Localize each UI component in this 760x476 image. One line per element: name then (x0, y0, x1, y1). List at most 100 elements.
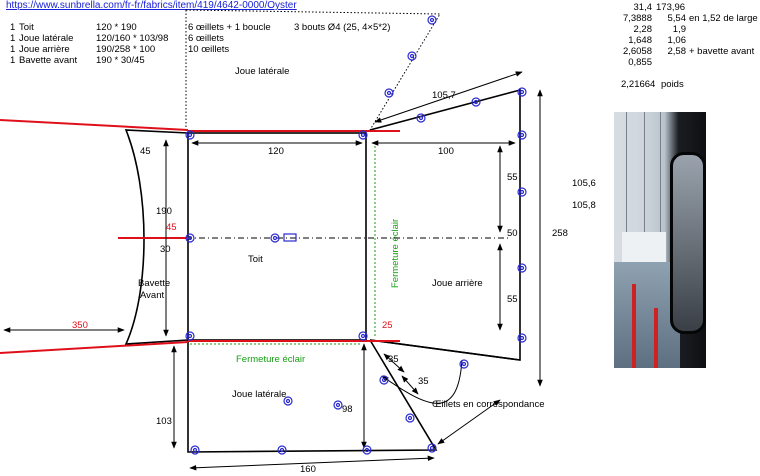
dim-arrow-105-7 (374, 71, 523, 123)
grommet-icon (270, 233, 280, 243)
calc-a: 2,6058 (622, 46, 652, 57)
part-name: Joue arrière (19, 44, 70, 55)
part-dims: 120/160 * 103/98 (96, 33, 169, 44)
part-qty: 1 (10, 33, 16, 44)
calc-c: en 1,52 de large (689, 13, 758, 24)
dim-45-top: 45 (140, 146, 151, 157)
grommet-icon (358, 130, 368, 140)
part-qty: 1 (10, 44, 16, 55)
dim-30: 30 (160, 244, 171, 255)
label-bavette: Bavette (138, 278, 170, 289)
calc-b: 1,9 (672, 24, 686, 35)
calc-a: 1,648 (628, 35, 652, 46)
part-note: 6 œillets (188, 33, 224, 44)
label-joue-laterale-bottom: Joue latérale (232, 389, 286, 400)
dim-350: 350 (72, 320, 88, 331)
label-joue-arriere: Joue arrière (432, 278, 483, 289)
part-name: Toit (19, 22, 34, 33)
dim-105-6: 105,6 (572, 178, 596, 189)
joue-laterale-bottom-outline (187, 339, 438, 453)
grommet-icon (517, 87, 527, 97)
calc-a: 0,855 (628, 57, 652, 68)
grommet-icon (459, 359, 469, 369)
calc-b: 5,54 (667, 13, 687, 24)
part-note: 10 œillets (188, 44, 230, 55)
dim-160: 160 (300, 464, 316, 475)
part-name: Joue latérale (19, 33, 74, 44)
calc-a: 31,4 (633, 2, 653, 13)
grommet-icon (283, 396, 293, 406)
poids-value: 2,21664 (621, 79, 656, 90)
dim-35-a: 35 (388, 354, 399, 365)
grommet-icon (185, 233, 195, 243)
red-line-bottom-left (0, 341, 189, 354)
grommet-icon (471, 97, 481, 107)
dim-35-b: 35 (418, 376, 429, 387)
grommet-icon (362, 445, 372, 455)
part-dims: 120 * 190 (96, 22, 137, 33)
grommet-icon (358, 331, 368, 341)
calc-a: 2,28 (633, 24, 653, 35)
calc-b: 173,96 (656, 2, 686, 13)
label-joue-laterale-top: Joue latérale (235, 66, 289, 77)
grommet-icon (384, 88, 394, 98)
dim-98: 98 (342, 404, 353, 415)
calc-a: 7,3888 (622, 13, 652, 24)
label-avant: Avant (140, 290, 164, 301)
bavette-outline (124, 129, 189, 345)
oeillets-curve (381, 359, 463, 404)
dotted-outline-top (185, 9, 441, 131)
grommet-icon (407, 51, 417, 61)
dim-55-a: 55 (507, 172, 518, 183)
dim-103: 103 (156, 416, 172, 427)
grommet-icon (517, 263, 527, 273)
grommet-icon (190, 445, 200, 455)
bottom-edge-right (369, 339, 521, 361)
dim-120: 120 (268, 146, 284, 157)
part-extra: 3 bouts Ø4 (25, 4×5*2) (294, 22, 391, 33)
grommet-icon (517, 130, 527, 140)
grommet-icon (517, 333, 527, 343)
part-qty: 1 (10, 55, 16, 66)
dim-105-8: 105,8 (572, 200, 596, 211)
dim-25: 25 (382, 320, 393, 331)
calc-c: + bavette avant (689, 46, 755, 57)
red-line-top-left (0, 119, 189, 131)
part-note: 6 œillets + 1 boucle (188, 22, 271, 33)
grommet-icon (517, 187, 527, 197)
toit-outline (187, 132, 367, 341)
part-dims: 190 * 30/45 (96, 55, 145, 66)
dim-arrow-35-b (401, 375, 419, 395)
dim-arrow-160 (189, 455, 435, 471)
calc-b: 1,06 (667, 35, 687, 46)
dim-190: 190 (156, 206, 172, 217)
grommet-icon (185, 331, 195, 341)
grommet-icon (379, 375, 389, 385)
grommet-icon (333, 400, 343, 410)
dim-100: 100 (438, 146, 454, 157)
dim-50: 50 (507, 228, 518, 239)
dim-55-b: 55 (507, 294, 518, 305)
label-toit: Toit (248, 254, 263, 265)
grommet-icon (405, 413, 415, 423)
dim-45-red: 45 (166, 222, 177, 233)
dim-105-7: 105,7 (432, 90, 456, 101)
label-fermeture-h: Fermeture éclair (236, 354, 305, 365)
grommet-icon (427, 443, 437, 453)
label-fermeture-v: Fermeture éclair (390, 219, 401, 288)
part-name: Bavette avant (19, 55, 78, 66)
poids-label: poids (661, 79, 684, 90)
fabric-link[interactable]: https://www.sunbrella.com/fr-fr/fabrics/… (6, 0, 297, 11)
buckle-icon (283, 233, 297, 242)
label-oeillets: Œillets en correspondance (432, 399, 544, 410)
grommet-icon (416, 113, 426, 123)
part-dims: 190/258 * 100 (96, 44, 156, 55)
grommet-icon (185, 130, 195, 140)
grommet-icon (277, 445, 287, 455)
part-qty: 1 (10, 22, 16, 33)
calc-b: 2,58 (667, 46, 687, 57)
dim-arrow-35-a (383, 353, 405, 373)
boat-photo (614, 112, 706, 368)
